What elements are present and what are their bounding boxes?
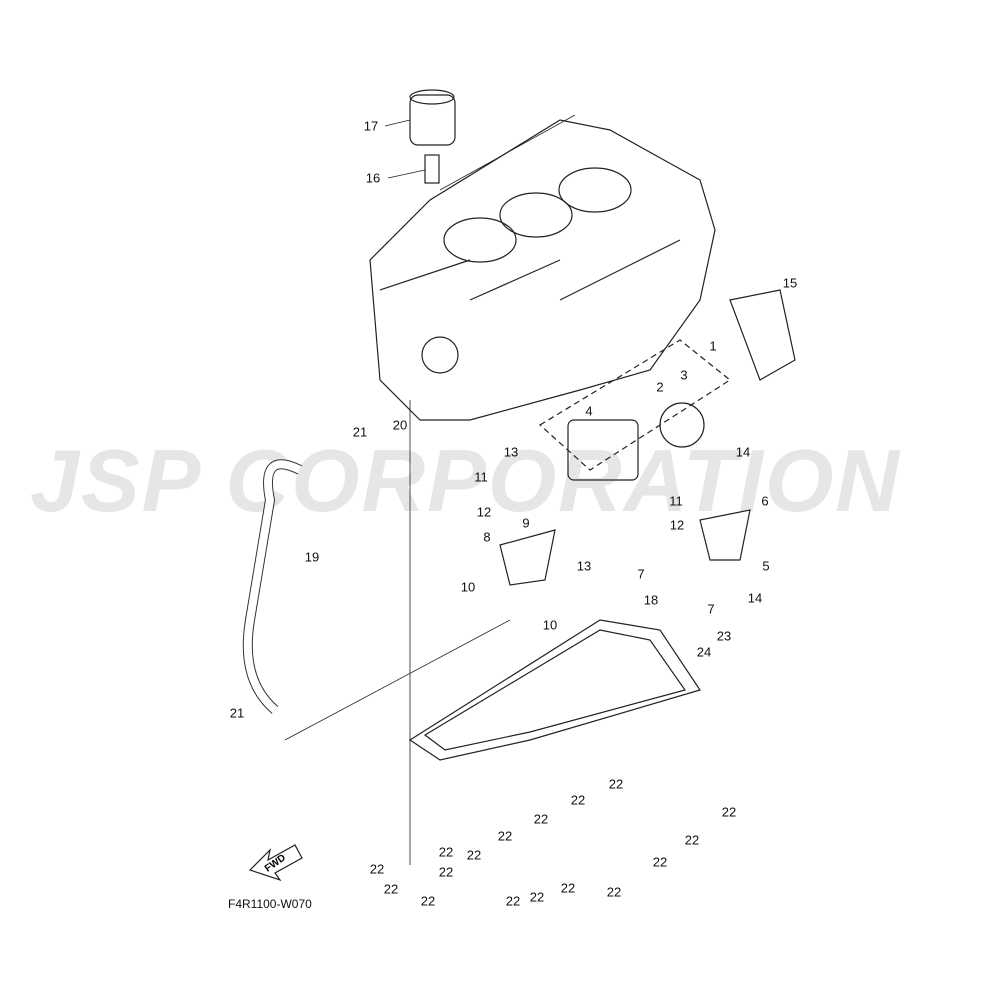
callout-part-7[interactable]: 7 bbox=[707, 601, 715, 617]
watermark: JSP CORPORATION bbox=[30, 431, 901, 530]
callout-part-20[interactable]: 20 bbox=[392, 417, 408, 433]
callout-part-21[interactable]: 21 bbox=[229, 705, 245, 721]
callout-part-2[interactable]: 2 bbox=[656, 379, 664, 395]
strainers bbox=[499, 509, 751, 586]
timing-chain bbox=[729, 289, 796, 381]
callout-part-14[interactable]: 14 bbox=[735, 444, 751, 460]
callout-part-22[interactable]: 22 bbox=[684, 832, 700, 848]
callout-part-12[interactable]: 12 bbox=[669, 517, 685, 533]
callout-part-21[interactable]: 21 bbox=[352, 424, 368, 440]
callout-part-16[interactable]: 16 bbox=[365, 170, 381, 186]
callout-part-12[interactable]: 12 bbox=[476, 504, 492, 520]
callout-part-22[interactable]: 22 bbox=[420, 893, 436, 909]
callout-part-22[interactable]: 22 bbox=[438, 844, 454, 860]
oil-pump bbox=[538, 339, 732, 481]
oil-pan bbox=[408, 619, 701, 761]
fwd-arrow bbox=[248, 844, 303, 882]
callout-part-22[interactable]: 22 bbox=[383, 881, 399, 897]
callout-part-11[interactable]: 11 bbox=[474, 469, 488, 485]
callout-part-22[interactable]: 22 bbox=[652, 854, 668, 870]
callout-part-10[interactable]: 10 bbox=[460, 579, 476, 595]
callout-part-22[interactable]: 22 bbox=[466, 847, 482, 863]
leader-lines bbox=[284, 114, 576, 865]
callout-part-3[interactable]: 3 bbox=[680, 367, 688, 383]
callout-part-22[interactable]: 22 bbox=[529, 889, 545, 905]
callout-part-22[interactable]: 22 bbox=[369, 861, 385, 877]
callout-part-10[interactable]: 10 bbox=[542, 617, 558, 633]
callout-part-4[interactable]: 4 bbox=[585, 403, 593, 419]
callout-part-22[interactable]: 22 bbox=[606, 884, 622, 900]
callout-part-22[interactable]: 22 bbox=[505, 893, 521, 909]
callout-part-15[interactable]: 15 bbox=[782, 275, 798, 291]
callout-part-7[interactable]: 7 bbox=[637, 566, 645, 582]
callout-part-24[interactable]: 24 bbox=[696, 644, 712, 660]
callout-part-13[interactable]: 13 bbox=[576, 558, 592, 574]
callout-part-11[interactable]: 11 bbox=[669, 493, 683, 509]
callout-part-22[interactable]: 22 bbox=[497, 828, 513, 844]
callout-part-22[interactable]: 22 bbox=[570, 792, 586, 808]
oil-filter bbox=[409, 89, 456, 184]
crankcase bbox=[369, 119, 716, 421]
callout-part-13[interactable]: 13 bbox=[503, 444, 519, 460]
callout-part-14[interactable]: 14 bbox=[747, 590, 763, 606]
callout-part-22[interactable]: 22 bbox=[533, 811, 549, 827]
oil-hose bbox=[242, 459, 303, 714]
callout-part-22[interactable]: 22 bbox=[721, 804, 737, 820]
callout-part-1[interactable]: 1 bbox=[709, 338, 717, 354]
callout-part-23[interactable]: 23 bbox=[716, 628, 732, 644]
callout-part-8[interactable]: 8 bbox=[483, 529, 491, 545]
callout-part-22[interactable]: 22 bbox=[608, 776, 624, 792]
callout-part-22[interactable]: 22 bbox=[560, 880, 576, 896]
callout-part-22[interactable]: 22 bbox=[438, 864, 454, 880]
callout-part-17[interactable]: 17 bbox=[363, 118, 379, 134]
callout-part-5[interactable]: 5 bbox=[762, 558, 770, 574]
callout-part-18[interactable]: 18 bbox=[643, 592, 659, 608]
callout-part-9[interactable]: 9 bbox=[522, 515, 530, 531]
callout-part-6[interactable]: 6 bbox=[761, 493, 769, 509]
diagram-code: F4R1100-W070 bbox=[228, 897, 312, 911]
callout-part-19[interactable]: 19 bbox=[304, 549, 320, 565]
